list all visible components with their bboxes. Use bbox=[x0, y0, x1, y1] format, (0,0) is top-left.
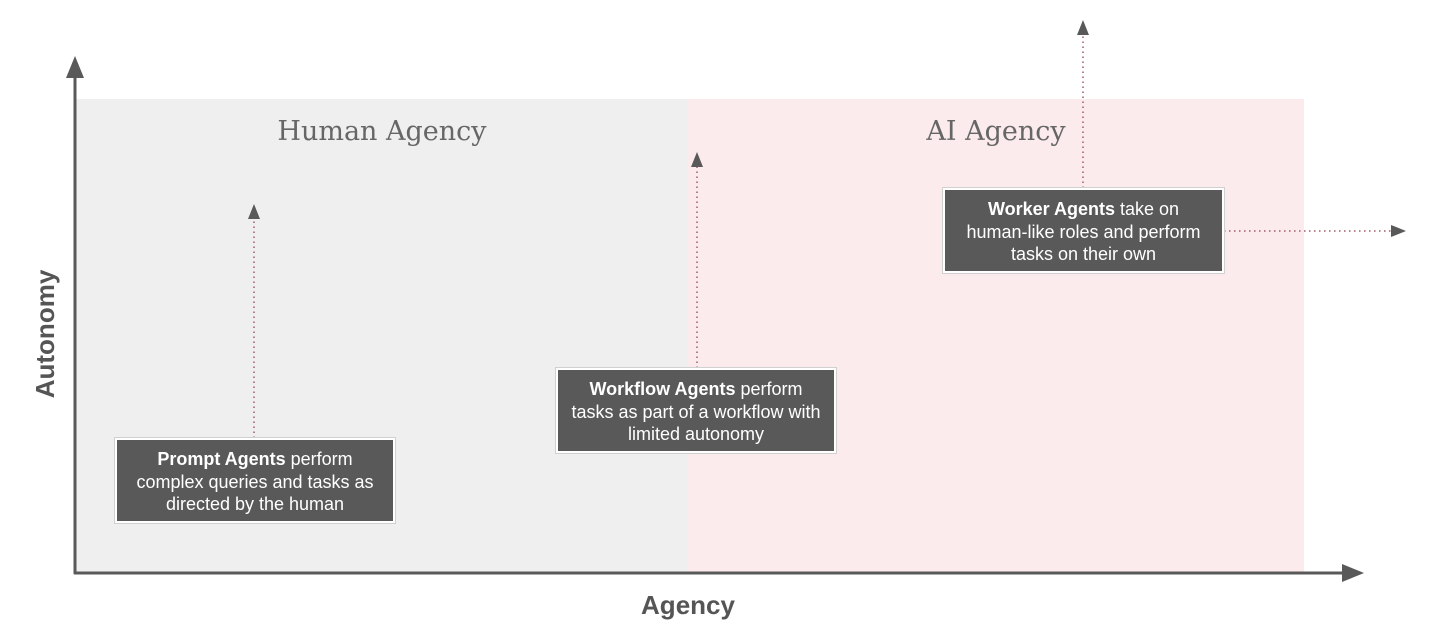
worker-agents-arrow-right bbox=[1391, 225, 1406, 237]
human-agency-title: Human Agency bbox=[277, 116, 487, 147]
prompt-agents-description: perform complex queries and tasks as dir… bbox=[136, 449, 374, 514]
y-axis-label: Autonomy bbox=[30, 269, 60, 398]
prompt-agents-arrow bbox=[248, 204, 260, 219]
x-axis-arrow bbox=[1342, 564, 1364, 582]
workflow-agents-box: Workflow Agents perform tasks as part of… bbox=[555, 367, 837, 454]
ai-agency-region bbox=[688, 99, 1304, 573]
x-axis-label: Agency bbox=[641, 590, 735, 620]
workflow-agents-name: Workflow Agents bbox=[589, 379, 736, 399]
prompt-agents-box: Prompt Agents perform complex queries an… bbox=[114, 437, 396, 524]
worker-agents-arrow-up bbox=[1077, 20, 1089, 35]
worker-agents-name: Worker Agents bbox=[987, 199, 1115, 219]
ai-agency-title: AI Agency bbox=[925, 116, 1066, 147]
workflow-agents-description: perform tasks as part of a workflow with… bbox=[571, 379, 821, 444]
prompt-agents-name: Prompt Agents bbox=[157, 449, 286, 469]
workflow-agents-arrow bbox=[691, 152, 703, 167]
y-axis-arrow bbox=[66, 56, 84, 78]
worker-agents-box: Worker Agents take on human-like roles a… bbox=[942, 187, 1225, 274]
worker-agents-description: take on human-like roles and perform tas… bbox=[966, 199, 1201, 264]
